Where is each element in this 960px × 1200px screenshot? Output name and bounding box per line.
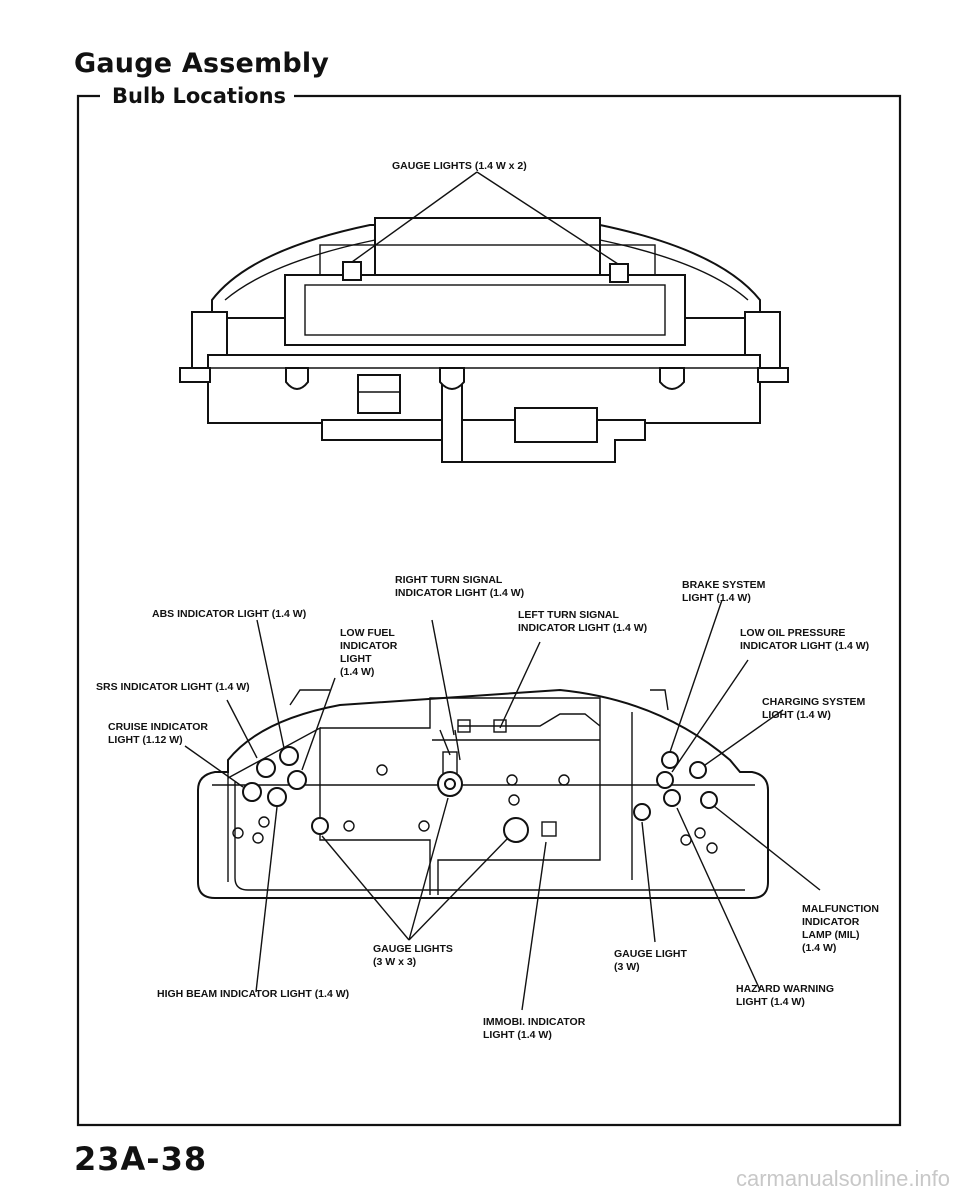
label-mil-4: (1.4 W) [802,942,836,954]
watermark: carmanualsonline.info [735,1166,950,1191]
label-brake-1: BRAKE SYSTEM [682,579,766,591]
page-title: Gauge Assembly [74,48,330,79]
page-number: 23A-38 [74,1140,208,1178]
label-left-turn-2: INDICATOR LIGHT (1.4 W) [518,622,647,634]
label-low-oil-2: INDICATOR LIGHT (1.4 W) [740,640,869,652]
label-low-fuel-1: LOW FUEL [340,627,395,639]
label-immobi-1: IMMOBI. INDICATOR [483,1016,586,1028]
label-high-beam: HIGH BEAM INDICATOR LIGHT (1.4 W) [157,988,349,1000]
label-gauge-light-2: (3 W) [614,961,640,973]
callout-labels: GAUGE LIGHTS (1.4 W x 2) RIGHT TURN SIGN… [96,160,879,1041]
label-low-oil-1: LOW OIL PRESSURE [740,627,845,639]
label-hazard-2: LIGHT (1.4 W) [736,996,805,1008]
label-gauge-lights-top: GAUGE LIGHTS (1.4 W x 2) [392,160,527,172]
label-abs: ABS INDICATOR LIGHT (1.4 W) [152,608,306,620]
label-charging-1: CHARGING SYSTEM [762,696,866,708]
label-srs: SRS INDICATOR LIGHT (1.4 W) [96,681,250,693]
label-cruise-2: LIGHT (1.12 W) [108,734,183,746]
label-right-turn-1: RIGHT TURN SIGNAL [395,574,503,586]
label-charging-2: LIGHT (1.4 W) [762,709,831,721]
label-low-fuel-3: LIGHT [340,653,372,665]
label-mil-3: LAMP (MIL) [802,929,860,941]
label-mil-2: INDICATOR [802,916,860,928]
section-frame [76,94,902,1127]
label-brake-2: LIGHT (1.4 W) [682,592,751,604]
label-gauge-light-1: GAUGE LIGHT [614,948,688,960]
section-title: Bulb Locations [104,84,295,108]
label-mil-1: MALFUNCTION [802,903,879,915]
label-immobi-2: LIGHT (1.4 W) [483,1029,552,1041]
label-low-fuel-4: (1.4 W) [340,666,374,678]
label-cruise-1: CRUISE INDICATOR [108,721,208,733]
gauge-assembly-rear-view [197,688,769,899]
gauge-assembly-top-view [179,217,789,463]
label-right-turn-2: INDICATOR LIGHT (1.4 W) [395,587,524,599]
label-hazard-1: HAZARD WARNING [736,983,834,995]
label-low-fuel-2: INDICATOR [340,640,398,652]
label-gauge-lights-bottom-2: (3 W x 3) [373,956,416,968]
label-left-turn-1: LEFT TURN SIGNAL [518,609,619,621]
label-gauge-lights-bottom-1: GAUGE LIGHTS [373,943,453,955]
callout-lines [184,599,821,1011]
